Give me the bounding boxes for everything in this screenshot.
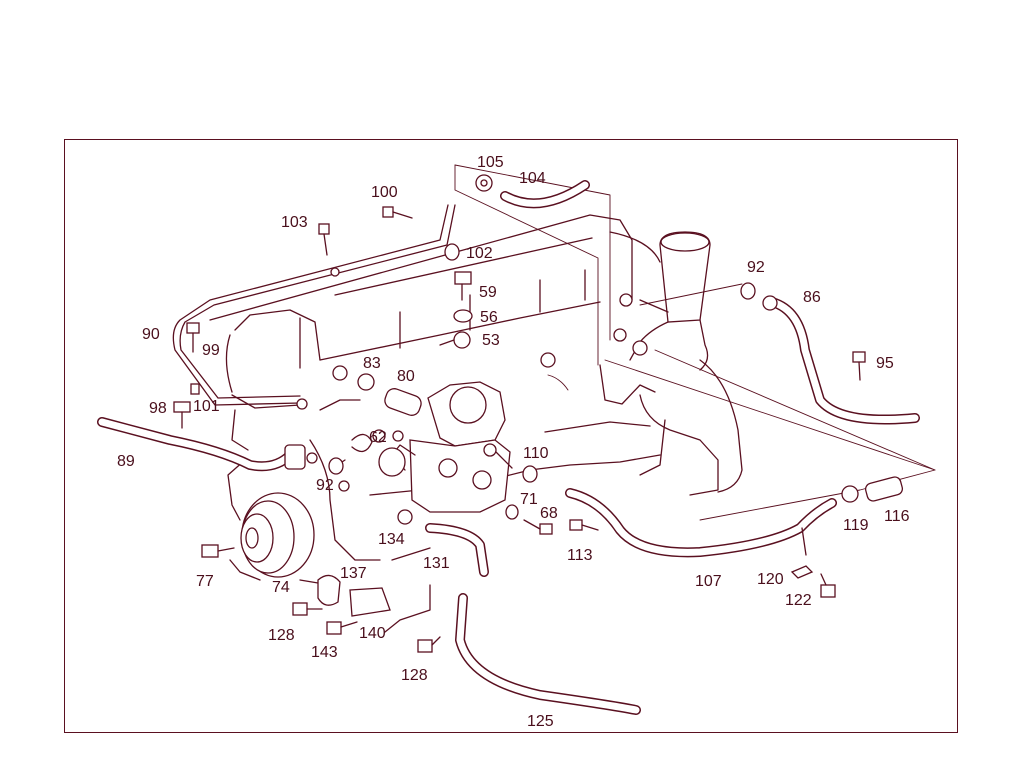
part-label-56: 56	[480, 309, 498, 326]
part-label-125: 125	[527, 713, 554, 730]
pulley	[240, 492, 315, 578]
part-label-116: 116	[884, 508, 910, 525]
part-label-89: 89	[117, 453, 135, 470]
part-label-134: 134	[378, 531, 405, 548]
part-label-102: 102	[466, 245, 493, 262]
part-label-105: 105	[477, 154, 504, 171]
part-label-53: 53	[482, 332, 500, 349]
part-label-62: 62	[369, 429, 387, 446]
part-label-80: 80	[397, 368, 415, 385]
part-label-107: 107	[695, 573, 722, 590]
part-label-92a: 92	[747, 259, 765, 276]
part-label-131: 131	[423, 555, 450, 572]
part-label-100: 100	[371, 184, 398, 201]
part-label-140: 140	[359, 625, 386, 642]
part-label-137: 137	[340, 565, 367, 582]
part-label-119: 119	[843, 517, 869, 534]
part-label-74: 74	[272, 579, 290, 596]
part-label-90: 90	[142, 326, 160, 343]
part-label-83: 83	[363, 355, 381, 372]
part-label-59: 59	[479, 284, 497, 301]
part-label-103: 103	[281, 214, 308, 231]
part-label-143: 143	[311, 644, 338, 661]
part-label-110: 110	[523, 445, 549, 462]
part-labels: 105 104 100 103 102 92 86 59 56 53 90 99 95 83 80 98 101…	[117, 154, 910, 730]
part-label-113: 113	[567, 547, 593, 564]
part-label-68: 68	[540, 505, 558, 522]
small-parts	[173, 174, 936, 653]
part-label-77: 77	[196, 573, 214, 590]
part-label-128b: 128	[401, 667, 428, 684]
part-label-95: 95	[876, 355, 894, 372]
part-label-128a: 128	[268, 627, 295, 644]
part-label-92b: 92	[316, 477, 334, 494]
part-label-99: 99	[202, 342, 220, 359]
diagram-frame	[64, 139, 958, 733]
part-label-101: 101	[193, 398, 220, 415]
part-label-120: 120	[757, 571, 784, 588]
part-label-104: 104	[519, 170, 546, 187]
engine-block-outline	[209, 164, 936, 633]
part-label-122: 122	[785, 592, 812, 609]
part-label-98: 98	[149, 400, 167, 417]
oil-filter-housing	[629, 231, 711, 371]
part-label-71: 71	[520, 491, 538, 508]
thermostat-housing	[391, 381, 511, 513]
part-label-86: 86	[803, 289, 821, 306]
hoses	[97, 180, 920, 715]
